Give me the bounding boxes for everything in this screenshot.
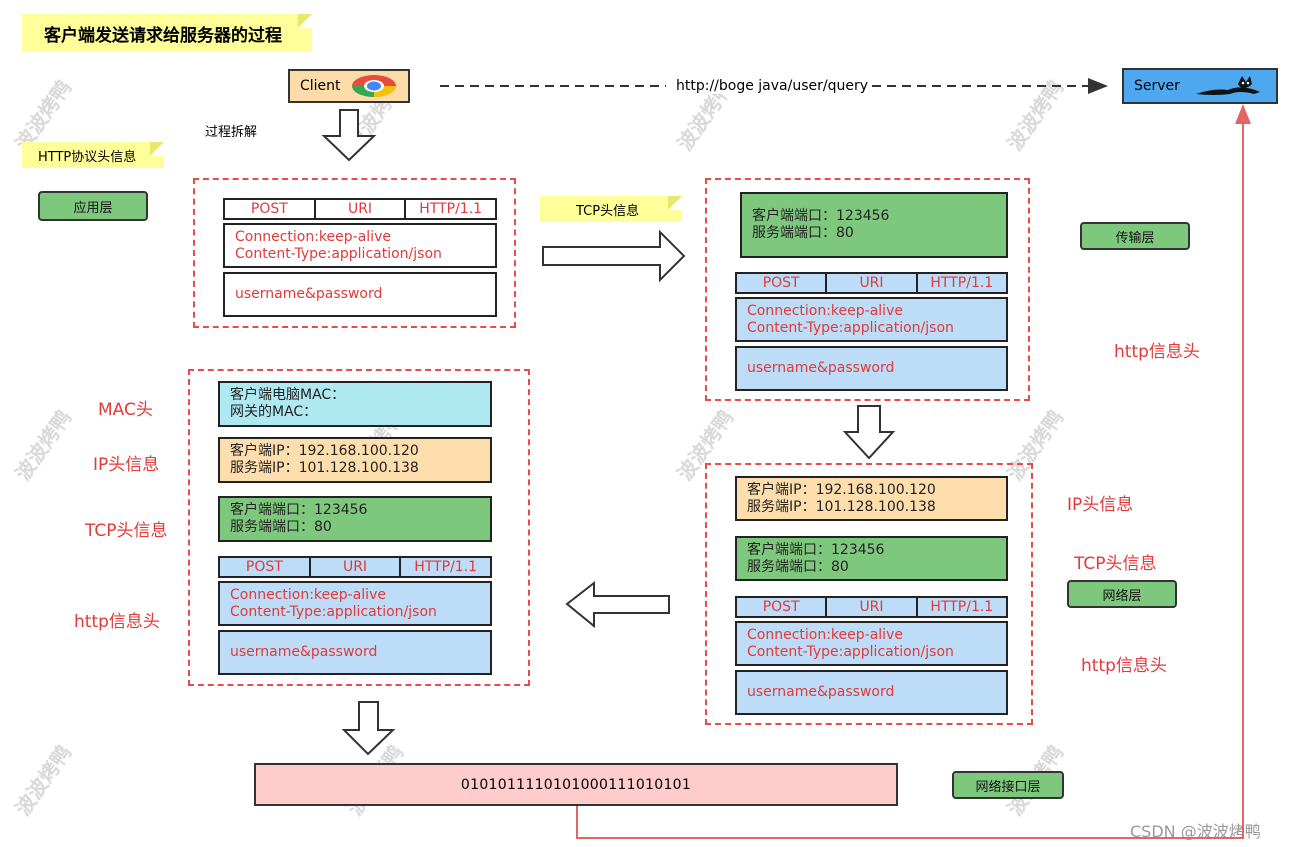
http-version: HTTP/1.1 xyxy=(915,274,1006,292)
server-node: Server xyxy=(1122,68,1278,104)
tcp-header-box: 客户端端口：123456 服务端端口：80 xyxy=(740,192,1008,258)
down-arrow xyxy=(321,109,377,162)
client-port: 客户端端口：123456 xyxy=(747,541,885,558)
connection-header: Connection:keep-alive xyxy=(235,228,391,245)
network-layer-tag: 网络层 xyxy=(1067,580,1177,608)
tomcat-icon xyxy=(1195,76,1260,95)
server-port: 服务端端口：80 xyxy=(230,519,332,535)
http-header-label: http信息头 xyxy=(1081,656,1167,676)
connection-header: Connection:keep-alive xyxy=(747,626,903,643)
http-uri: URI xyxy=(313,200,405,218)
http-headers: Connection:keep-alive Content-Type:appli… xyxy=(735,621,1008,666)
http-method: POST xyxy=(250,201,288,217)
request-url: http://boge java/user/query xyxy=(670,78,875,94)
title-note: 客户端发送请求给服务器的过程 xyxy=(22,14,312,52)
tcp-header-label: TCP头信息 xyxy=(85,521,168,541)
down-arrow xyxy=(842,405,896,460)
tcp-header-box: 客户端端口：123456 服务端端口：80 xyxy=(735,536,1008,581)
footer-credit: CSDN @波波烤鸭 xyxy=(1130,822,1261,841)
content-type-header: Content-Type:application/json xyxy=(230,603,437,620)
client-ip: 客户端IP：192.168.100.120 xyxy=(747,481,936,498)
http-request-line: POST URI HTTP/1.1 xyxy=(218,556,492,578)
server-ip: 服务端IP：101.128.100.138 xyxy=(747,498,936,515)
mac-header-box: 客户端电脑MAC： 网关的MAC： xyxy=(218,381,492,427)
client-label: Client xyxy=(300,78,341,94)
binary-bitstream: 010101111010100011101010​1 xyxy=(254,763,898,806)
server-port: 服务端端口：80 xyxy=(752,225,854,241)
down-arrow xyxy=(341,701,396,756)
body-text: username&password xyxy=(747,684,895,700)
body-text: username&password xyxy=(230,644,378,660)
http-request-line: POST URI HTTP/1.1 xyxy=(223,198,497,220)
http-body: username&password xyxy=(735,346,1008,391)
binary-text: 010101111010100011101010​1 xyxy=(460,776,692,793)
connection-header: Connection:keep-alive xyxy=(230,586,386,603)
link-layer-tag: 网络接口层 xyxy=(952,771,1064,799)
http-method: POST xyxy=(762,599,800,615)
http-headers: Connection:keep-alive Content-Type:appli… xyxy=(223,223,497,268)
content-type-header: Content-Type:application/json xyxy=(235,245,442,262)
application-layer-tag: 应用层 xyxy=(38,191,148,221)
tcp-header-note-text: TCP头信息 xyxy=(576,203,640,219)
body-text: username&password xyxy=(747,360,895,376)
client-port: 客户端端口：123456 xyxy=(752,208,890,224)
network-layer-group xyxy=(705,463,1033,725)
content-type-header: Content-Type:application/json xyxy=(747,643,954,660)
ip-header-box: 客户端IP：192.168.100.120 服务端IP：101.128.100.… xyxy=(218,437,492,483)
http-body: username&password xyxy=(218,630,492,675)
http-headers: Connection:keep-alive Content-Type:appli… xyxy=(218,581,492,626)
ip-header-label: IP头信息 xyxy=(93,455,160,475)
http-method: POST xyxy=(245,559,283,575)
http-uri: URI xyxy=(308,558,400,576)
application-layer-group xyxy=(193,178,516,328)
http-request-line: POST URI HTTP/1.1 xyxy=(735,272,1008,294)
content-type-header: Content-Type:application/json xyxy=(747,319,954,336)
http-uri: URI xyxy=(825,598,915,616)
http-header-note: HTTP协议头信息 xyxy=(22,142,164,168)
client-ip: 客户端IP：192.168.100.120 xyxy=(230,443,419,459)
http-request-line: POST URI HTTP/1.1 xyxy=(735,596,1008,618)
connection-header: Connection:keep-alive xyxy=(747,302,903,319)
process-breakdown-label: 过程拆解 xyxy=(205,125,258,140)
left-arrow xyxy=(565,580,670,629)
http-method: POST xyxy=(762,275,800,291)
link-layer-group xyxy=(188,369,530,686)
client-port: 客户端端口：123456 xyxy=(230,502,368,518)
client-node: Client xyxy=(288,69,410,103)
http-version: HTTP/1.1 xyxy=(404,200,495,218)
network-path-line xyxy=(576,104,1251,839)
browser-icon xyxy=(351,75,396,97)
server-port: 服务端端口：80 xyxy=(747,558,849,575)
http-version: HTTP/1.1 xyxy=(399,558,490,576)
tcp-header-label: TCP头信息 xyxy=(1074,554,1157,574)
transport-layer-group xyxy=(705,178,1030,401)
http-header-label: http信息头 xyxy=(1114,342,1200,362)
page-title: 客户端发送请求给服务器的过程 xyxy=(44,25,282,46)
http-headers: Connection:keep-alive Content-Type:appli… xyxy=(735,297,1008,342)
ip-header-box: 客户端IP：192.168.100.120 服务端IP：101.128.100.… xyxy=(735,476,1008,521)
gateway-mac: 网关的MAC： xyxy=(230,404,318,420)
ip-header-label: IP头信息 xyxy=(1067,495,1134,515)
transport-layer-tag: 传输层 xyxy=(1080,222,1190,250)
http-header-note-text: HTTP协议头信息 xyxy=(38,149,137,165)
server-label: Server xyxy=(1134,78,1180,94)
http-uri: URI xyxy=(825,274,915,292)
http-header-label: http信息头 xyxy=(74,612,160,632)
http-version: HTTP/1.1 xyxy=(915,598,1006,616)
tcp-header-note: TCP头信息 xyxy=(540,196,682,222)
mac-header-label: MAC头 xyxy=(98,400,153,420)
right-arrow xyxy=(542,229,686,283)
server-ip: 服务端IP：101.128.100.138 xyxy=(230,460,419,476)
http-body: username&password xyxy=(223,272,497,317)
http-body: username&password xyxy=(735,670,1008,715)
tcp-header-box: 客户端端口：123456 服务端端口：80 xyxy=(218,496,492,542)
client-mac: 客户端电脑MAC： xyxy=(230,387,346,403)
body-text: username&password xyxy=(235,286,383,302)
